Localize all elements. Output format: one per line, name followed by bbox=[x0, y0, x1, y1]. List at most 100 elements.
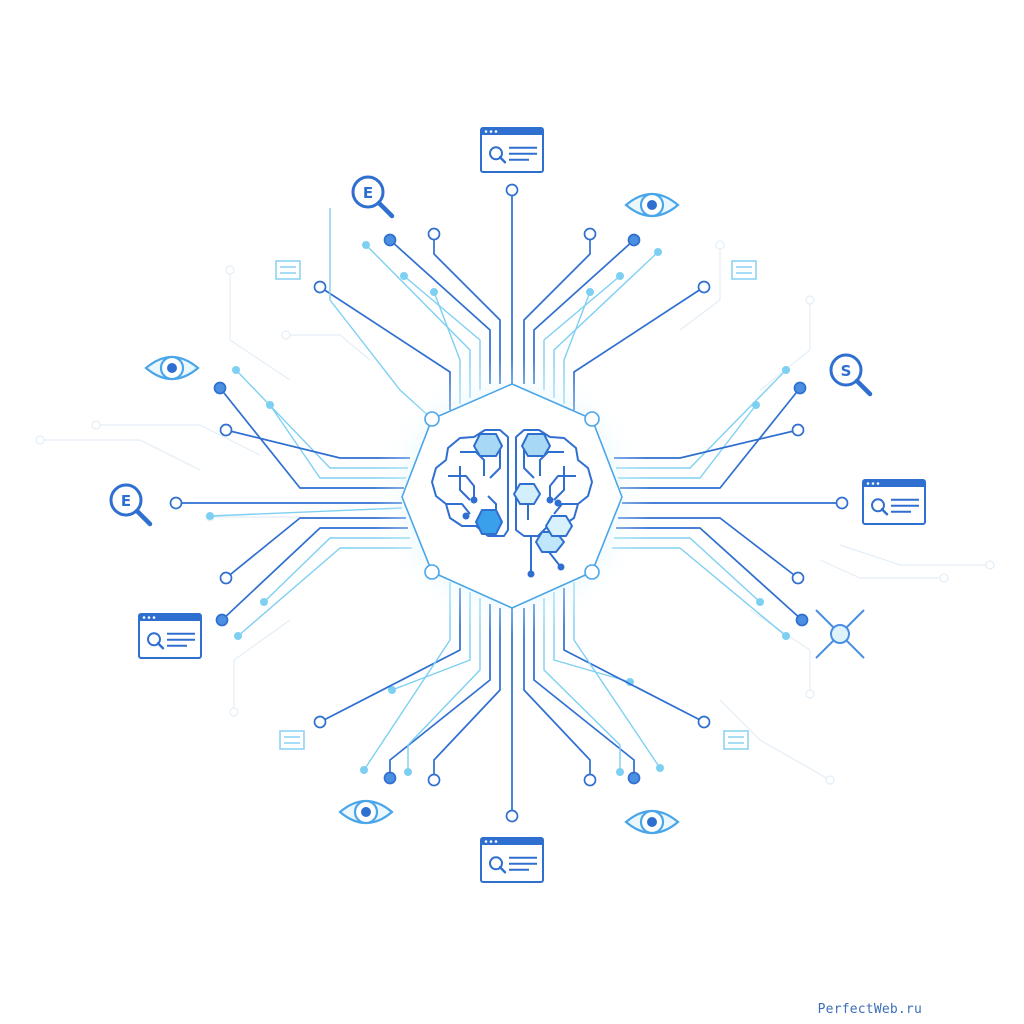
faint-node bbox=[985, 560, 995, 570]
browser-search-icon bbox=[862, 479, 926, 525]
browser-dot bbox=[484, 130, 488, 133]
eye-pupil bbox=[167, 363, 177, 373]
trace-node bbox=[583, 227, 597, 241]
faint-trace bbox=[679, 245, 721, 331]
trace-line bbox=[543, 598, 621, 772]
magnifier-letter: E bbox=[363, 184, 373, 202]
magnifier-handle bbox=[854, 378, 873, 397]
faint-node bbox=[939, 573, 949, 583]
trace-line bbox=[523, 608, 591, 780]
trace-node bbox=[697, 280, 711, 294]
eye-icon bbox=[338, 799, 394, 825]
browser-dot bbox=[147, 616, 151, 619]
chip-node bbox=[584, 564, 600, 580]
panel-frame bbox=[275, 260, 301, 280]
trace-line bbox=[612, 547, 787, 637]
browser-dot bbox=[142, 616, 146, 619]
browser-titlebar bbox=[139, 614, 201, 621]
trace-node bbox=[627, 771, 641, 785]
faint-node bbox=[805, 295, 815, 305]
trace-node bbox=[505, 183, 519, 197]
trace-dot bbox=[232, 366, 240, 374]
magnifier-letter-icon: E bbox=[351, 175, 395, 219]
magnifier-letter: S bbox=[841, 362, 852, 380]
trace-line bbox=[329, 208, 433, 420]
magnifier-handle bbox=[156, 642, 165, 650]
trace-node bbox=[383, 771, 397, 785]
panel-frame bbox=[723, 730, 749, 750]
trace-line bbox=[407, 598, 481, 772]
trace-line bbox=[433, 608, 501, 780]
faint-trace bbox=[759, 300, 811, 391]
trace-node bbox=[791, 571, 805, 585]
faint-node bbox=[91, 420, 101, 430]
faint-trace bbox=[819, 559, 944, 579]
browser-dot bbox=[484, 840, 488, 843]
trace-dot bbox=[404, 768, 412, 776]
trace-dot bbox=[752, 401, 760, 409]
faint-node bbox=[229, 707, 239, 717]
magnifier-handle bbox=[498, 156, 507, 164]
eye-pupil bbox=[647, 200, 657, 210]
mini-panel-icon bbox=[723, 730, 749, 750]
trace-line bbox=[225, 517, 406, 579]
mini-panel-icon bbox=[279, 730, 305, 750]
chip-node bbox=[424, 564, 440, 580]
browser-search-icon bbox=[480, 127, 544, 173]
eye-icon bbox=[144, 355, 200, 381]
trace-node bbox=[697, 715, 711, 729]
faint-trace bbox=[719, 699, 831, 781]
trace-node bbox=[835, 496, 849, 510]
trace-dot bbox=[586, 288, 594, 296]
magnifier-handle bbox=[134, 508, 153, 527]
faint-trace bbox=[233, 619, 291, 712]
faint-node bbox=[715, 240, 725, 250]
browser-dot bbox=[866, 482, 870, 485]
trace-node bbox=[213, 381, 227, 395]
mini-panel-icon bbox=[731, 260, 757, 280]
browser-search-icon bbox=[138, 613, 202, 659]
trace-dot bbox=[782, 632, 790, 640]
chip-node bbox=[424, 411, 440, 427]
browser-dot bbox=[494, 840, 498, 843]
faint-trace bbox=[96, 424, 261, 456]
magnifier-lens bbox=[829, 353, 863, 387]
eye-icon bbox=[624, 809, 680, 835]
trace-node bbox=[795, 613, 809, 627]
magnifier-lens bbox=[109, 483, 143, 517]
trace-node bbox=[583, 773, 597, 787]
faint-trace bbox=[286, 334, 371, 361]
trace-line bbox=[389, 604, 491, 778]
mini-panel-icon bbox=[275, 260, 301, 280]
crossed-node-icon bbox=[815, 609, 865, 659]
faint-node bbox=[35, 435, 45, 445]
trace-line bbox=[618, 517, 799, 579]
faint-node bbox=[225, 265, 235, 275]
magnifier-lens bbox=[489, 146, 503, 161]
chip-node bbox=[584, 411, 600, 427]
trace-dot bbox=[616, 768, 624, 776]
browser-search-icon bbox=[480, 837, 544, 883]
eye-pupil bbox=[647, 817, 657, 827]
trace-line bbox=[533, 604, 635, 778]
magnifier-lens bbox=[871, 498, 885, 513]
trace-node bbox=[219, 571, 233, 585]
eye-icon bbox=[624, 192, 680, 218]
magnifier-letter-icon: S bbox=[829, 353, 873, 397]
trace-node bbox=[383, 233, 397, 247]
trace-dot bbox=[234, 632, 242, 640]
browser-dot bbox=[876, 482, 880, 485]
trace-dot bbox=[430, 288, 438, 296]
magnifier-letter-icon: E bbox=[109, 483, 153, 527]
browser-dot bbox=[489, 840, 493, 843]
watermark: PerfectWeb.ru bbox=[817, 1002, 922, 1017]
trace-node bbox=[169, 496, 183, 510]
trace-node bbox=[505, 809, 519, 823]
magnifier-handle bbox=[880, 508, 889, 516]
trace-line bbox=[219, 387, 404, 489]
browser-dot bbox=[494, 130, 498, 133]
trace-line bbox=[433, 234, 501, 384]
trace-dot bbox=[362, 241, 370, 249]
panel-frame bbox=[731, 260, 757, 280]
